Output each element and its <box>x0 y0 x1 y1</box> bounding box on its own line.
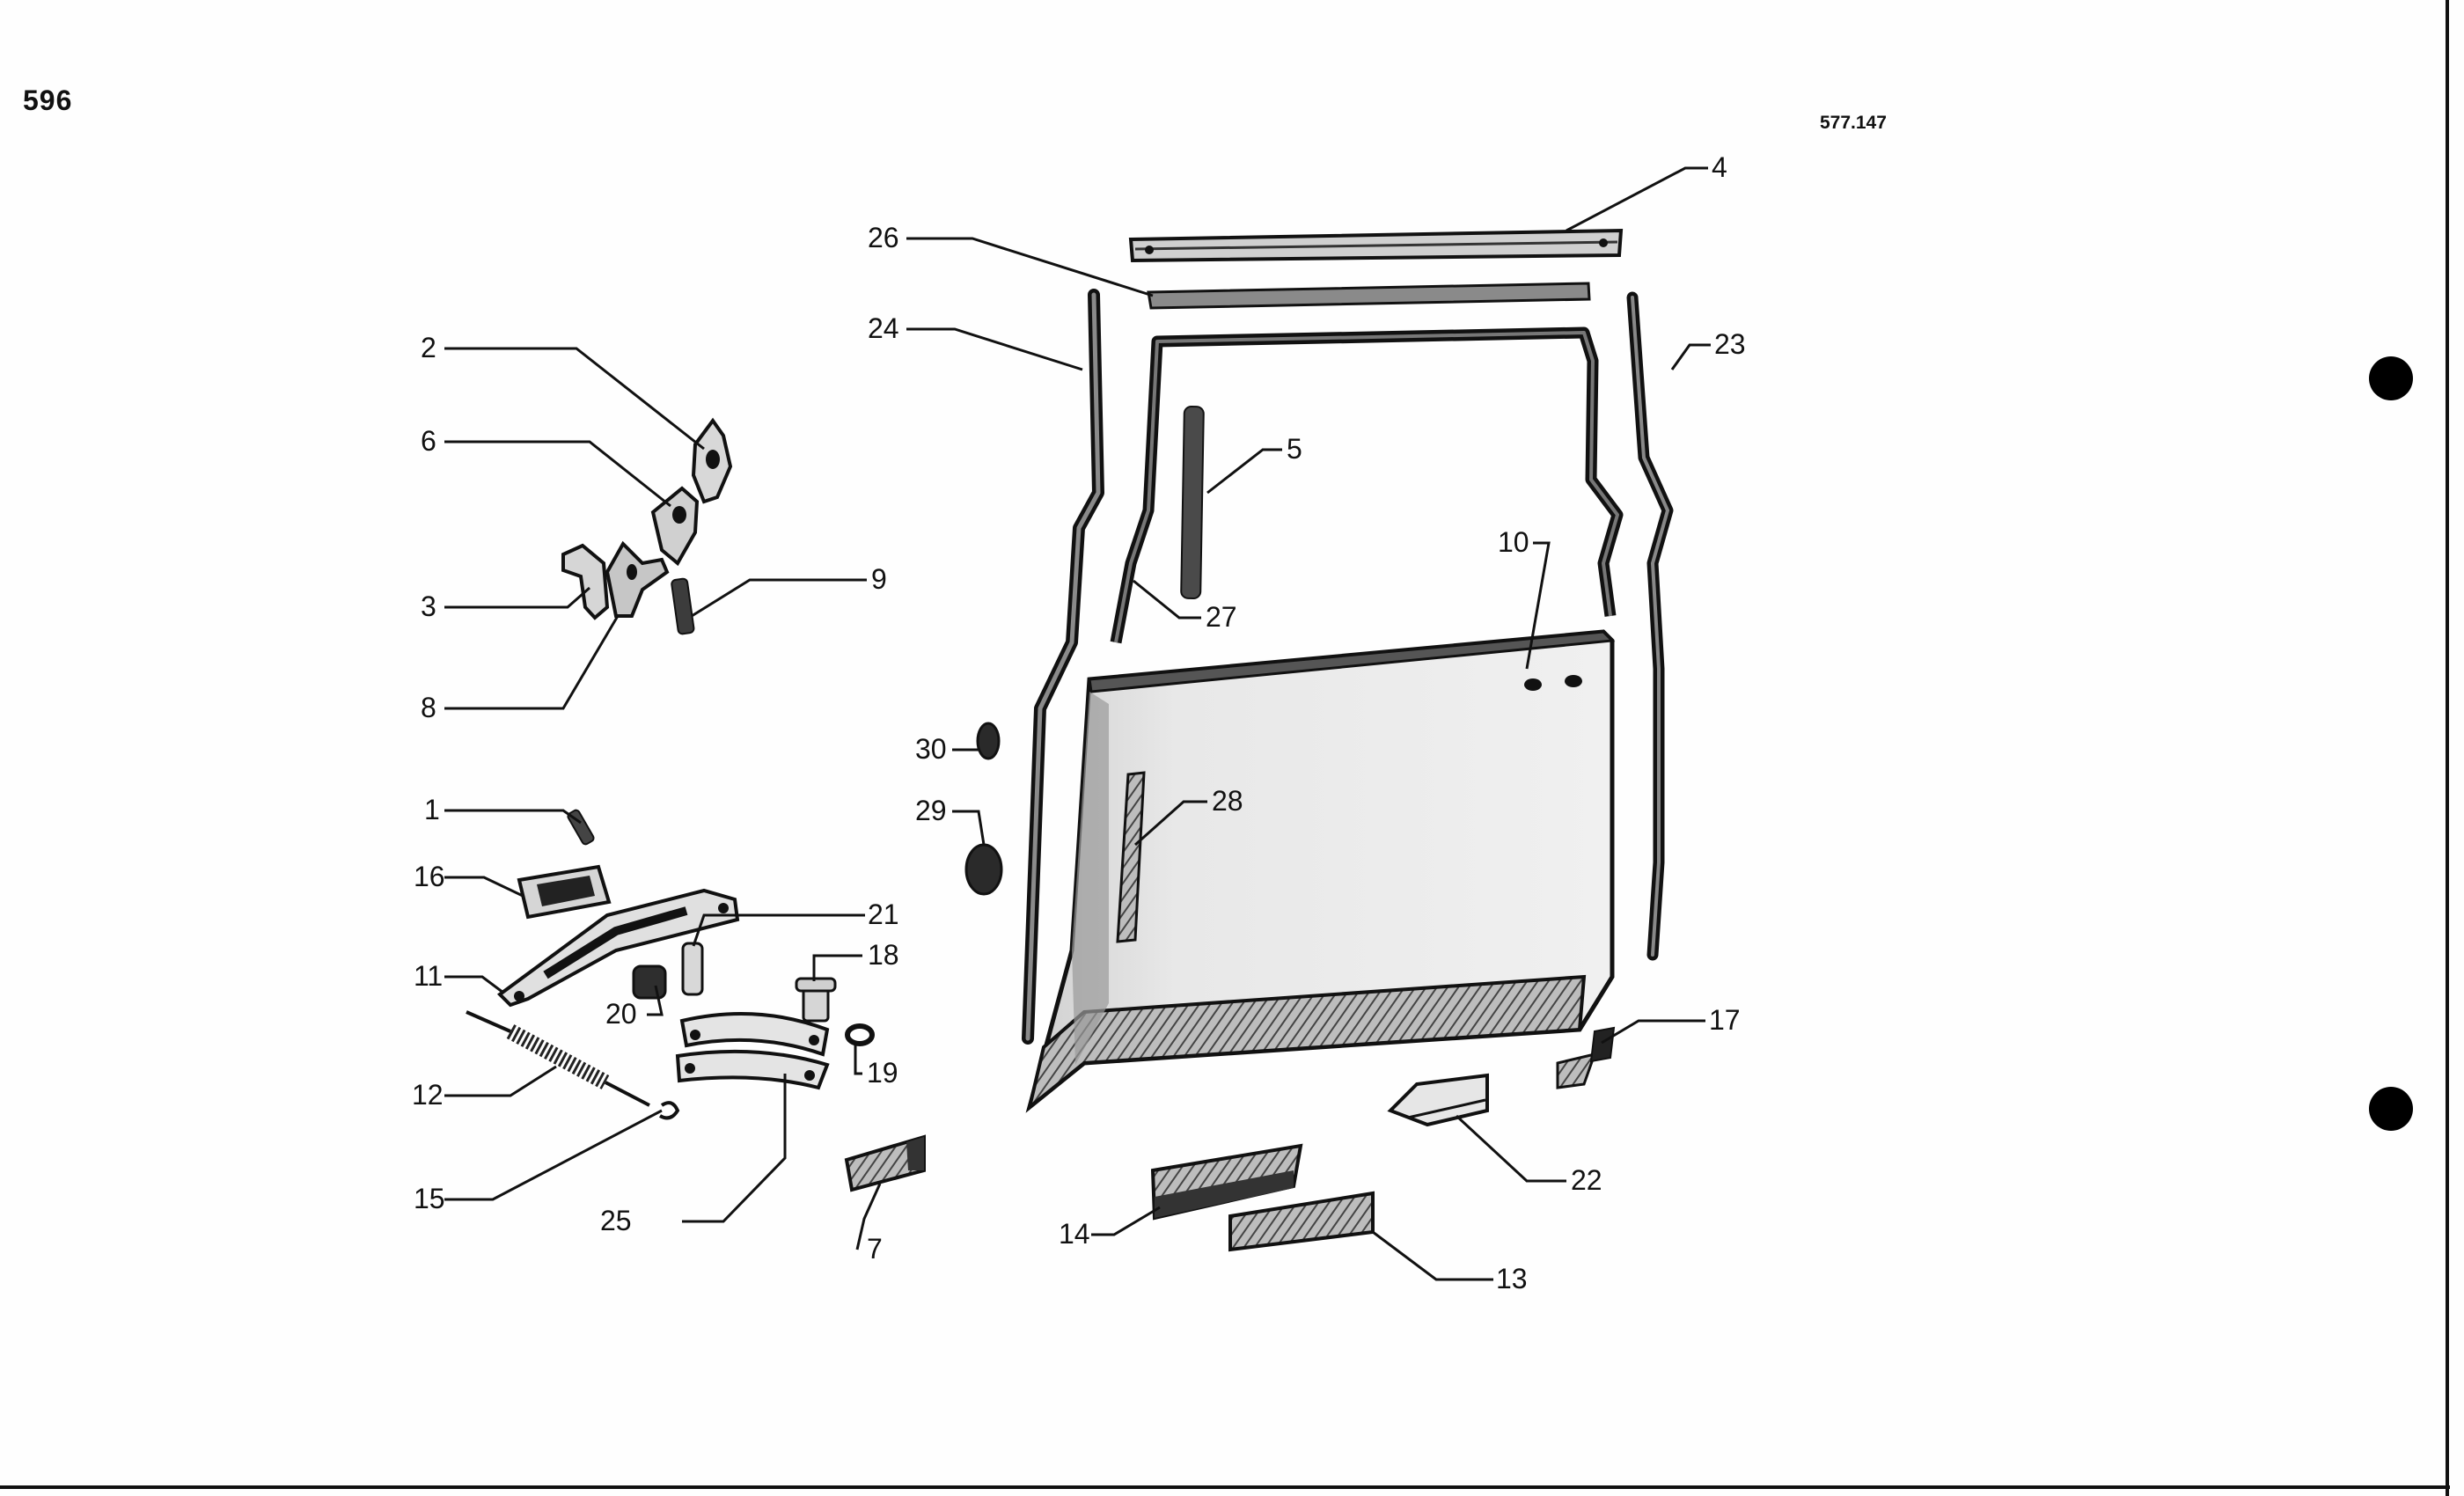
callout-14: 14 <box>1059 1218 1090 1250</box>
leader-lines <box>444 166 1711 1281</box>
top-window-rail <box>1128 228 1624 263</box>
callout-4: 4 <box>1712 151 1727 183</box>
tension-spring <box>466 1010 650 1107</box>
callout-9: 9 <box>871 563 887 595</box>
callout-27: 27 <box>1206 601 1237 633</box>
callout-5: 5 <box>1287 433 1302 465</box>
callout-23: 23 <box>1714 328 1746 360</box>
nut <box>632 964 667 1000</box>
callout-13: 13 <box>1496 1263 1528 1294</box>
spring-clip <box>658 1101 680 1120</box>
callout-8: 8 <box>421 692 436 723</box>
felt-strip <box>1228 1191 1375 1252</box>
callout-11: 11 <box>414 960 443 992</box>
callout-22: 22 <box>1571 1164 1602 1196</box>
page-edge-right <box>2446 0 2449 1496</box>
callout-10: 10 <box>1498 526 1529 558</box>
door-panel <box>1025 629 1616 1113</box>
bolt <box>795 977 837 1023</box>
sill-cover <box>1387 1073 1489 1127</box>
callout-29: 29 <box>915 795 947 826</box>
page-edge-bottom <box>0 1485 2450 1489</box>
callout-24: 24 <box>868 312 899 344</box>
check-strap-arm <box>496 888 740 1008</box>
callout-30: 30 <box>915 733 947 765</box>
callout-1: 1 <box>424 794 440 825</box>
rubber-plug-small <box>976 722 1001 760</box>
page-number: 596 <box>23 84 73 116</box>
window-rod <box>1180 405 1205 600</box>
binder-hole-icon <box>2369 1087 2413 1131</box>
check-pin <box>681 942 704 996</box>
callout-6: 6 <box>421 425 436 457</box>
lower-channel <box>1150 1143 1303 1221</box>
callout-28: 28 <box>1212 785 1243 817</box>
callout-18: 18 <box>868 939 899 971</box>
hinge-plate <box>650 486 700 567</box>
hinge-pin <box>671 577 695 635</box>
gasket <box>517 864 612 920</box>
door-trim-strip <box>1116 771 1146 943</box>
hinge-half <box>561 543 610 620</box>
binder-hole-icon <box>2369 356 2413 400</box>
rubber-plug-large <box>964 843 1003 896</box>
callout-2: 2 <box>421 332 436 363</box>
hinge-half-lower <box>605 540 670 618</box>
callout-21: 21 <box>868 898 899 930</box>
corner-bracket <box>1556 1026 1616 1089</box>
callout-25: 25 <box>600 1205 632 1236</box>
callout-3: 3 <box>421 590 436 622</box>
callout-12: 12 <box>412 1079 444 1111</box>
callout-19: 19 <box>867 1057 898 1089</box>
callout-20: 20 <box>605 998 637 1030</box>
callout-7: 7 <box>867 1233 883 1265</box>
callout-17: 17 <box>1709 1004 1741 1036</box>
drawing-reference: 577.147 <box>1820 113 1887 133</box>
callout-26: 26 <box>868 222 899 253</box>
callout-15: 15 <box>414 1183 445 1214</box>
washer <box>845 1023 875 1046</box>
hinge-bracket <box>691 417 733 504</box>
check-strap-plates <box>675 1012 830 1090</box>
rubber-wedge <box>844 1134 926 1192</box>
callout-16: 16 <box>414 861 445 892</box>
upper-seal-strip <box>1147 282 1591 310</box>
